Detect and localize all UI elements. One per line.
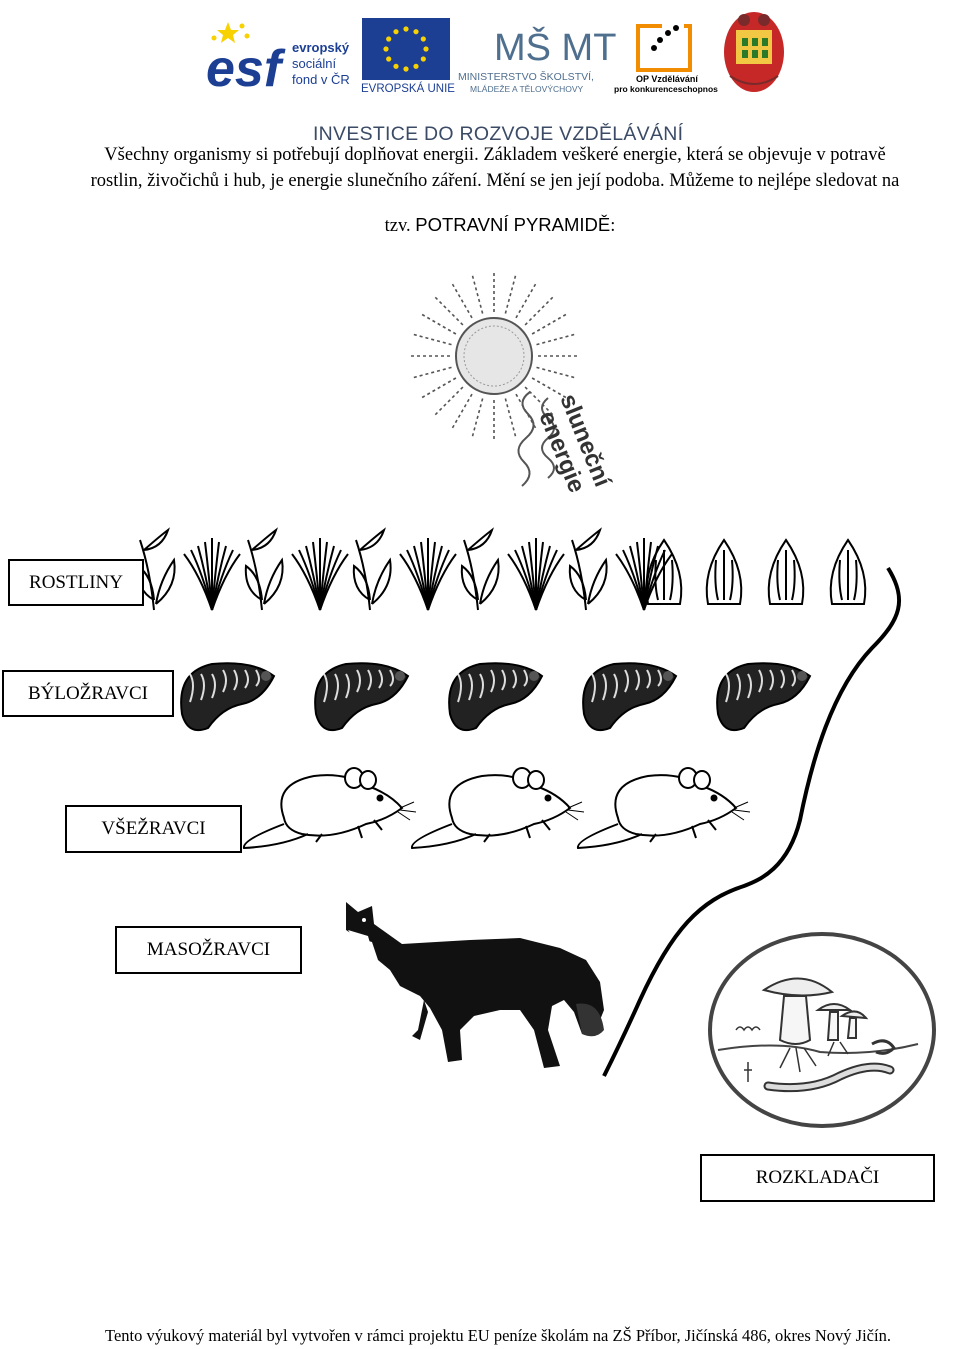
label-masozravci: MASOŽRAVCI: [115, 926, 302, 974]
school-crest-logo: [718, 6, 794, 92]
msmt-logo: MŠ MT MINISTERSTVO ŠKOLSTVÍ, MLÁDEŽE A T…: [458, 25, 616, 94]
esf-logo: esf evropský sociální fond v ČR: [204, 18, 354, 98]
pyramid-heading: tzv. POTRAVNÍ PYRAMIDĚ:: [0, 214, 960, 237]
label-rostliny: ROSTLINY: [8, 559, 144, 606]
intro-line-2: rostlin, živočichů i hub, je energie slu…: [90, 171, 900, 191]
svg-text:OP Vzdělávání: OP Vzdělávání: [636, 74, 698, 84]
grass-icon: [507, 538, 565, 611]
label-rostliny-text: ROSTLINY: [29, 571, 123, 593]
footer-note: Tento výukový materiál byl vytvořen v rá…: [105, 1326, 891, 1345]
svg-text:MLÁDEŽE A TĚLOVÝCHOVY: MLÁDEŽE A TĚLOVÝCHOVY: [470, 84, 584, 94]
intro-line-1: Všechny organismy si potřebují doplňovat…: [104, 145, 886, 165]
svg-text:pro konkurenceschopnost: pro konkurenceschopnost: [614, 84, 721, 94]
label-rozkladaci-text: ROZKLADAČI: [755, 1167, 880, 1188]
seed-icon: [829, 538, 867, 605]
seed-icon: [705, 538, 743, 605]
leafy-plant-icon: [352, 527, 392, 611]
decomposers-circle-icon: [708, 932, 936, 1128]
label-masozravci-text: MASOŽRAVCI: [146, 939, 271, 960]
seed-icon: [645, 538, 683, 605]
slogan: INVESTICE DO ROZVOJE VZDĚLÁVÁNÍ: [313, 122, 684, 145]
leafy-plant-icon: [460, 527, 500, 611]
label-bylozravci-text: BÝLOŽRAVCI: [28, 682, 148, 704]
mouse-icon: [243, 767, 417, 850]
grass-icon: [183, 538, 241, 611]
svg-text:evropský: evropský: [292, 40, 350, 55]
mushroom-icon: [761, 977, 869, 1045]
mice-row: [243, 767, 751, 850]
larva-icon: [314, 662, 410, 732]
eu-flag-logo: EVROPSKÁ UNIE: [361, 18, 455, 95]
logo-strip: esf evropský sociální fond v ČR EVROPSKÁ…: [204, 6, 794, 145]
grass-icon: [399, 538, 457, 611]
larva-icon: [180, 662, 276, 732]
larva-icon: [582, 662, 678, 732]
mouse-icon: [411, 767, 585, 850]
label-vsezravci: VŠEŽRAVCI: [65, 805, 242, 853]
grass-icon: [291, 538, 349, 611]
heading-title: POTRAVNÍ PYRAMIDĚ: [415, 214, 611, 235]
label-rozkladaci: ROZKLADAČI: [700, 1154, 935, 1202]
svg-text:MŠ MT: MŠ MT: [494, 25, 616, 69]
label-vsezravci-text: VŠEŽRAVCI: [101, 818, 206, 839]
mouse-icon: [577, 767, 751, 850]
larva-icon: [716, 662, 812, 732]
op-vk-logo: OP Vzdělávání pro konkurenceschopnost: [614, 18, 721, 94]
svg-text:fond v ČR: fond v ČR: [292, 72, 350, 87]
fox-icon: [346, 902, 604, 1068]
leafy-plant-icon: [244, 527, 284, 611]
svg-text:EVROPSKÁ UNIE: EVROPSKÁ UNIE: [361, 82, 455, 95]
leafy-plant-icon: [136, 527, 176, 611]
svg-text:sociální: sociální: [292, 56, 336, 71]
earthworm-icon: [763, 1039, 896, 1093]
heading-suffix: :: [610, 216, 616, 236]
decomposition-arrow: [602, 566, 902, 1077]
svg-text:MINISTERSTVO ŠKOLSTVÍ,: MINISTERSTVO ŠKOLSTVÍ,: [458, 70, 594, 83]
plants-row: [136, 527, 867, 611]
label-bylozravci: BÝLOŽRAVCI: [2, 670, 174, 717]
seed-icon: [767, 538, 805, 605]
svg-text:esf: esf: [206, 40, 286, 98]
heading-prefix: tzv.: [384, 216, 416, 236]
leafy-plant-icon: [568, 527, 608, 611]
larva-icon: [448, 662, 544, 732]
larvae-row: [180, 662, 812, 732]
sun-icon: sluneční energie: [410, 272, 616, 497]
